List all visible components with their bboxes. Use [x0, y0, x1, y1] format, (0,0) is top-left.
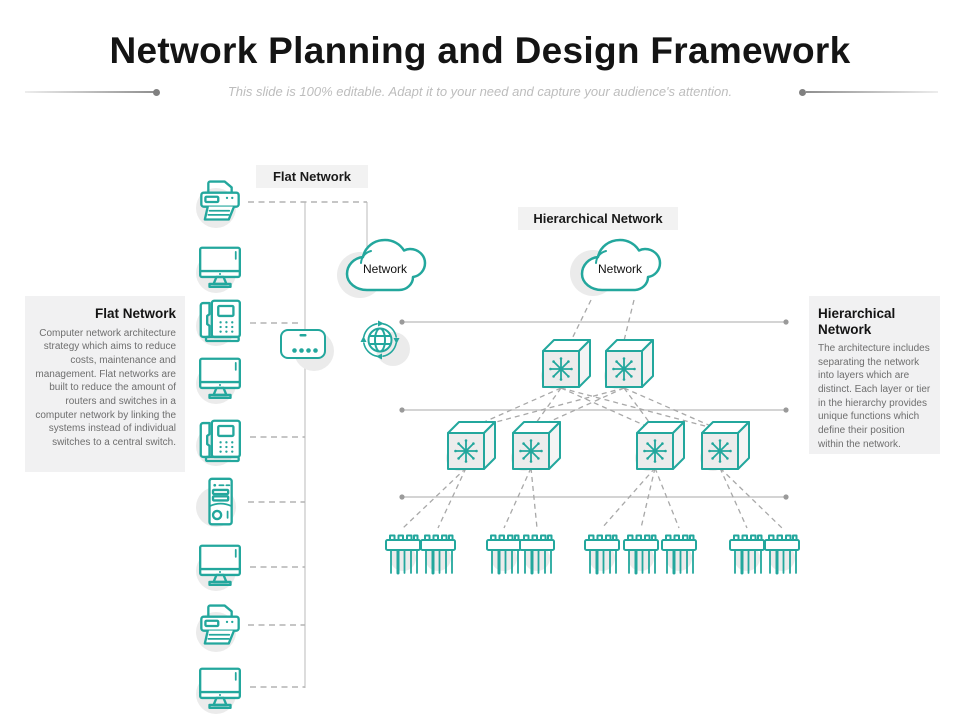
flat-network-panel-body: Computer network architecture strategy w…	[35, 327, 176, 449]
access-hub-icon	[762, 527, 802, 577]
hierarchical-network-label: Hierarchical Network	[518, 207, 678, 230]
decor-dot-right	[799, 88, 806, 96]
monitor-icon	[192, 660, 248, 716]
decor-line-left	[25, 91, 155, 93]
flat-network-panel-title: Flat Network	[94, 306, 176, 321]
printer-icon	[192, 174, 248, 230]
monitor-icon	[192, 537, 248, 593]
decor-dot-left	[153, 88, 160, 96]
flat-network-cloud-icon: Network	[337, 238, 429, 300]
flat-network-panel: Flat Network Computer network architectu…	[25, 296, 185, 472]
page-title: Network Planning and Design Framework	[109, 30, 851, 71]
access-hub-icon	[484, 527, 524, 577]
distribution-switch-icon	[511, 419, 561, 471]
core-switch-icon	[604, 337, 654, 389]
core-switch-icon	[541, 337, 591, 389]
distribution-switch-icon	[446, 419, 496, 471]
access-hub-icon	[621, 527, 661, 577]
globe-sync-icon	[352, 312, 410, 368]
router-box-icon	[278, 323, 334, 371]
hierarchical-network-cloud-icon: Network	[570, 238, 664, 300]
flat-cloud-label: Network	[362, 262, 407, 276]
access-hub-icon	[383, 527, 423, 577]
desk-phone-icon	[192, 292, 248, 348]
access-hub-icon	[418, 527, 458, 577]
distribution-switch-icon	[700, 419, 750, 471]
printer-icon	[192, 598, 248, 654]
access-hub-icon	[727, 527, 767, 577]
distribution-switch-icon	[635, 419, 685, 471]
access-hub-icon	[517, 527, 557, 577]
monitor-icon	[192, 350, 248, 406]
computer-tower-icon	[192, 473, 248, 529]
decor-line-right	[806, 91, 938, 93]
hierarchical-network-panel: Hierarchical Network The architecture in…	[809, 296, 940, 454]
hierarchical-cloud-label: Network	[597, 262, 642, 276]
page-subtitle: This slide is 100% editable. Adapt it to…	[227, 84, 733, 99]
desk-phone-icon	[192, 412, 248, 468]
hierarchical-network-panel-title: Hierarchical Network	[818, 306, 896, 337]
access-hub-icon	[582, 527, 622, 577]
monitor-icon	[192, 239, 248, 295]
hierarchical-network-panel-body: The architecture includes separating the…	[818, 343, 931, 450]
flat-network-label: Flat Network	[256, 165, 368, 188]
access-hub-icon	[659, 527, 699, 577]
